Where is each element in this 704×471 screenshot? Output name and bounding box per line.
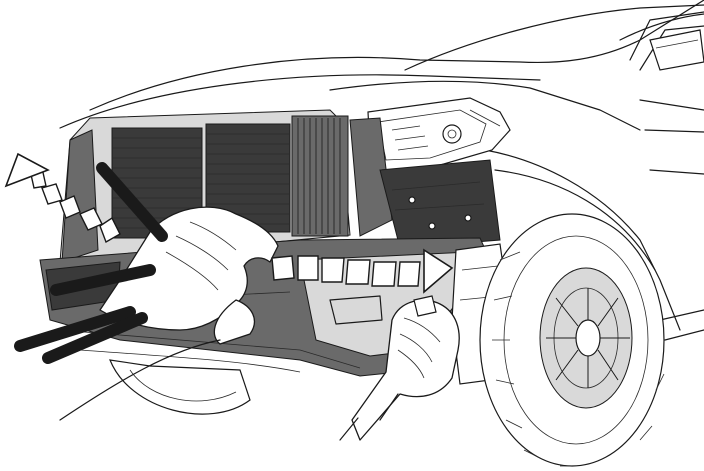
left-wheel [110, 360, 250, 414]
front-wheel [480, 214, 664, 466]
